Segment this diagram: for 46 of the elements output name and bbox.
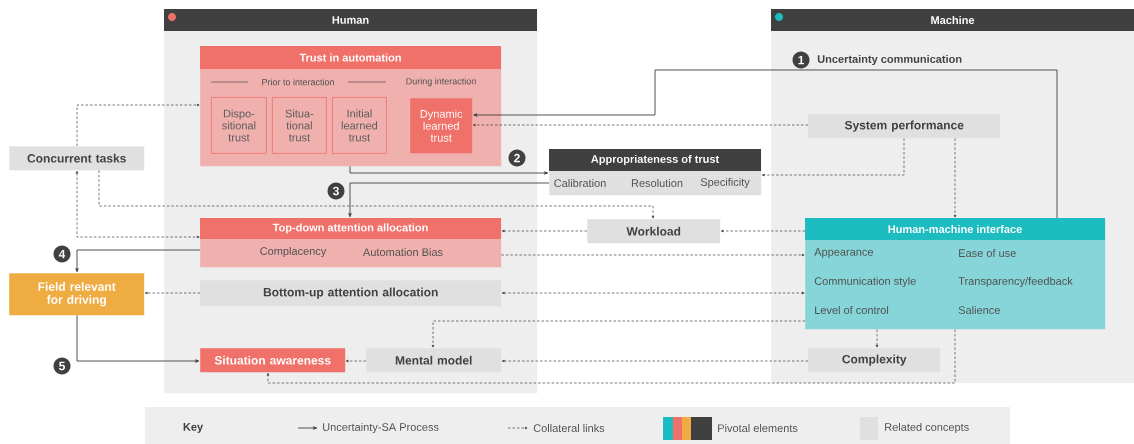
legend-label: Uncertainty-SA Process (323, 422, 439, 434)
arrow (75, 249, 201, 273)
arrow (473, 69, 1058, 219)
arrow (761, 138, 905, 177)
arrow (348, 182, 550, 218)
concept-box: Field relevant for driving (9, 273, 145, 316)
callout-number: 5 (53, 357, 71, 375)
callout-number: 2 (508, 149, 526, 167)
legend-title: Key (183, 423, 203, 433)
arrow (501, 229, 588, 233)
concept-panel: Top-down attention allocation Complacency Automation Bias (200, 218, 502, 268)
arrow (875, 329, 879, 348)
legend-label: Collateral links (533, 423, 605, 433)
arrow (76, 103, 200, 147)
arrow (76, 314, 200, 363)
concept-box: Situation awareness (200, 348, 346, 373)
arrow (75, 170, 200, 239)
arrow (501, 253, 805, 257)
arrow (345, 359, 367, 363)
arrow (266, 329, 956, 384)
concept-box: System performance (808, 114, 1001, 139)
arrow (349, 165, 549, 175)
concept-box: Workload (587, 219, 721, 244)
trust-box: Situa-tional trust (272, 97, 327, 154)
arrow (501, 359, 809, 363)
concept-box: Complexity (808, 348, 941, 373)
arrow (144, 291, 201, 295)
arrow (501, 291, 805, 295)
concept-box: Concurrent tasks (9, 146, 145, 171)
callout-number: 1 (792, 51, 810, 69)
concept-panel: Human-machine interface Appearance Ease of use Communication style Transparency/feedback Level of control Salience (805, 218, 1106, 330)
arrow (98, 170, 655, 219)
trust-box: Dispo-sitional trust (211, 97, 267, 154)
callout-number: 3 (327, 182, 345, 200)
arrow (953, 138, 957, 218)
arrow (472, 123, 809, 127)
legend-label: Related concepts (885, 422, 969, 434)
concept-box: Mental model (366, 348, 502, 373)
arrow (720, 229, 806, 233)
callout-number: 4 (53, 245, 71, 263)
trust-box: Dynamic learned trust (410, 98, 473, 154)
legend-label: Pivotal elements (718, 423, 798, 433)
concept-panel: Appropriateness of trust Calibration Resolution Specificity (549, 149, 762, 196)
arrow (431, 320, 806, 348)
concept-box: Bottom-up attention allocation (200, 280, 502, 307)
trust-box: Initial learned trust (332, 97, 387, 154)
